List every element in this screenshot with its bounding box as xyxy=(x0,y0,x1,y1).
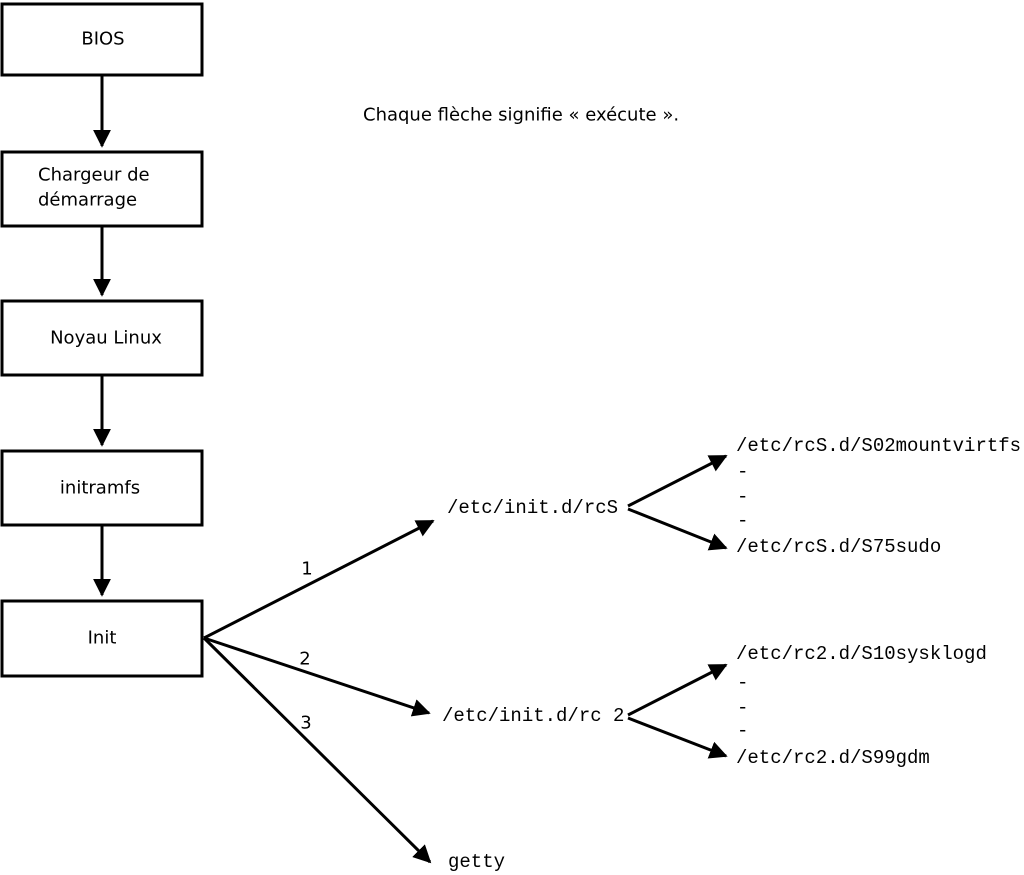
box-initramfs-label: initramfs xyxy=(60,478,140,499)
script-rcs-label: /etc/init.d/rcS xyxy=(447,497,618,519)
arrow-rcs-to-first xyxy=(627,454,728,508)
script-getty-label: getty xyxy=(448,851,505,873)
rc2-ellipsis-dash-3: - xyxy=(737,720,748,742)
rcs-ellipsis-dash-2: - xyxy=(737,486,748,508)
box-bios-label: BIOS xyxy=(81,29,124,50)
note-text: Chaque flèche signifie « exécute ». xyxy=(363,105,679,126)
arrow-init-to-rc2 xyxy=(203,636,431,717)
rc2-ellipsis-dash-1: - xyxy=(737,672,748,694)
rcs-ellipsis-dash-3: - xyxy=(737,510,748,532)
rc2-ellipsis-dash-2: - xyxy=(737,697,748,719)
box-init-label: Init xyxy=(88,628,117,649)
rc2-first-target-label: /etc/rc2.d/S10sysklogd xyxy=(736,643,987,665)
arrow-rc2-to-first xyxy=(627,663,728,717)
branch-2-label: 2 xyxy=(299,649,310,670)
arrow-init-to-rcs xyxy=(203,519,435,640)
branch-3-label: 3 xyxy=(300,713,311,734)
box-bootloader-label-line2: démarrage xyxy=(38,190,137,211)
box-bootloader xyxy=(0,150,204,228)
rcs-last-target-label: /etc/rcS.d/S75sudo xyxy=(736,536,941,558)
box-bios xyxy=(0,2,204,77)
box-init xyxy=(0,599,204,678)
rcs-first-target-label: /etc/rcS.d/S02mountvirtfs xyxy=(736,435,1021,457)
box-kernel xyxy=(0,299,204,377)
box-bootloader-label-line1: Chargeur de xyxy=(38,165,150,186)
box-initramfs xyxy=(0,449,204,527)
rcs-ellipsis-dash-1: - xyxy=(737,461,748,483)
box-kernel-label: Noyau Linux xyxy=(50,328,162,349)
arrow-rc2-to-last xyxy=(627,716,728,759)
arrow-rcs-to-last xyxy=(627,507,728,551)
arrow-init-to-getty xyxy=(202,636,432,864)
rc2-last-target-label: /etc/rc2.d/S99gdm xyxy=(736,747,930,769)
branch-1-label: 1 xyxy=(301,559,312,580)
script-rc2-label: /etc/init.d/rc 2 xyxy=(442,705,624,727)
